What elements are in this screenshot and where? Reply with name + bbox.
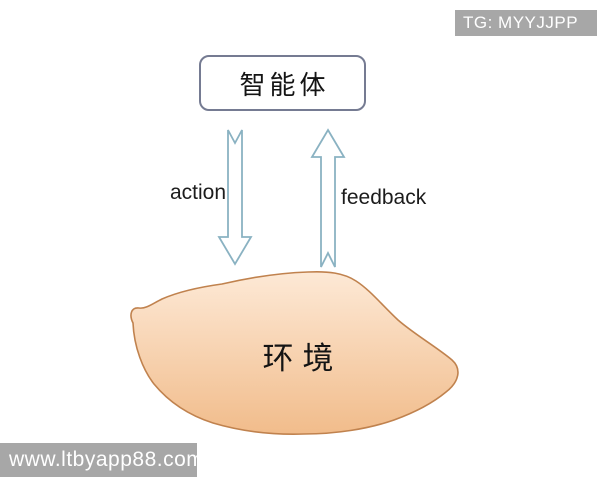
agent-box: 智能体: [199, 55, 366, 111]
environment-label: 环境: [262, 341, 343, 376]
watermark-top-right: TG: MYYJJPP: [455, 10, 597, 36]
watermark-bottom-left: www.ltbyapp88.com: [0, 443, 204, 477]
feedback-label: feedback: [341, 186, 427, 209]
action-arrow-down-icon: [217, 129, 253, 266]
watermark-bottom-left-text: www.ltbyapp88.com: [9, 448, 205, 471]
watermark-top-right-text: TG: MYYJJPP: [463, 13, 579, 32]
agent-label: 智能体: [239, 70, 330, 100]
feedback-arrow-up-icon: [310, 128, 346, 268]
action-label: action: [170, 181, 227, 204]
environment-blob: [130, 270, 459, 435]
